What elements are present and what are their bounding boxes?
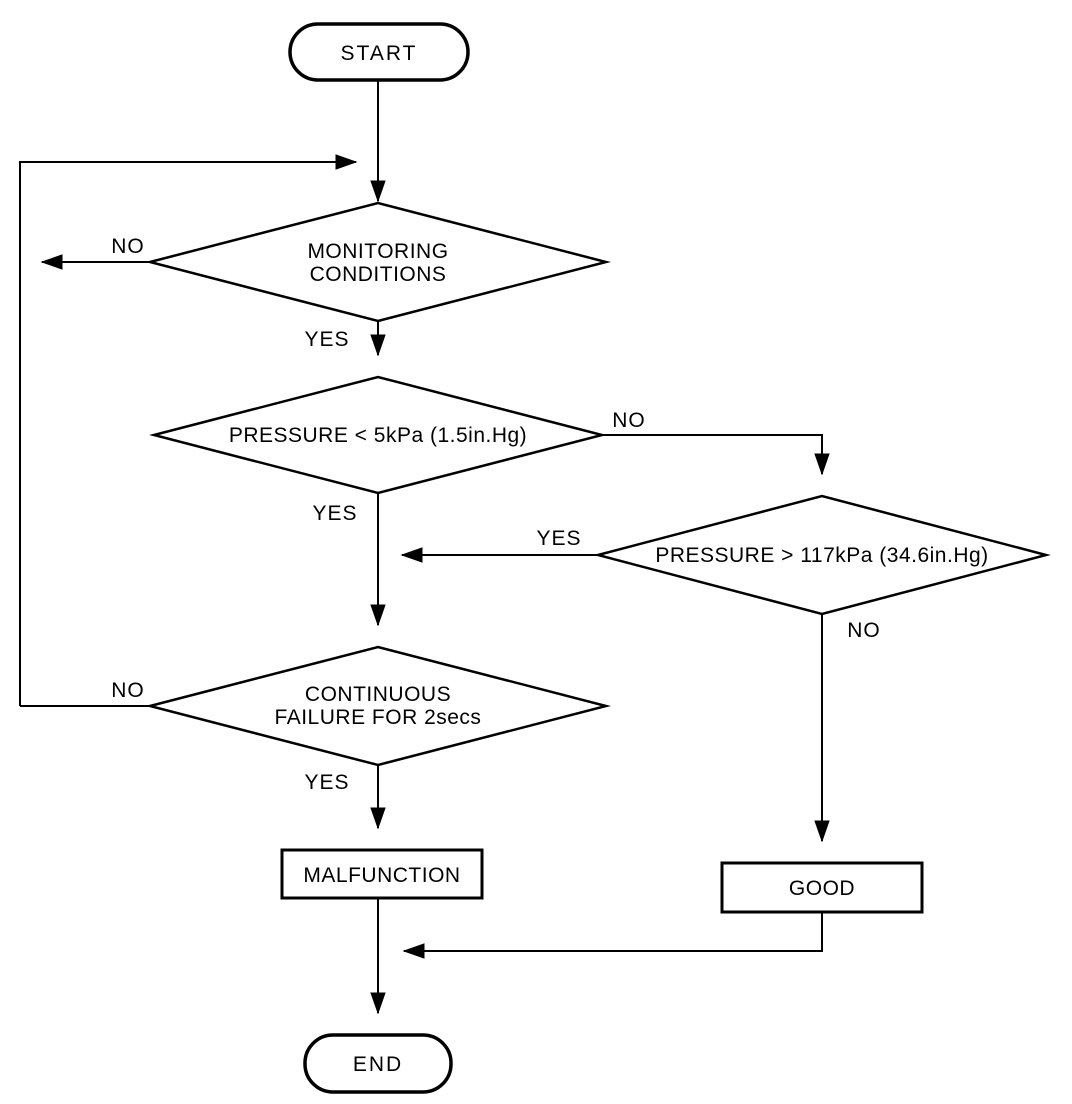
node-pressure-low-label: PRESSURE < 5kPa (1.5in.Hg) <box>229 424 527 447</box>
node-monitoring-label-line2: CONDITIONS <box>310 263 447 286</box>
node-monitoring-label-line1: MONITORING <box>307 240 448 263</box>
edge-pressure-low-no <box>602 434 830 476</box>
node-end-label: END <box>353 1053 403 1076</box>
edge-label-pressure-high-yes: YES <box>536 527 581 550</box>
node-malfunction-label: MALFUNCTION <box>303 864 460 887</box>
good-process-shape <box>720 861 924 914</box>
edge-label-pressure-low-no: NO <box>612 409 646 432</box>
node-end: END <box>303 1033 453 1094</box>
edge-label-pressure-high-no: NO <box>847 619 881 642</box>
node-continuous-label-line1: CONTINUOUS <box>305 683 451 706</box>
edge-label-monitoring-no: NO <box>111 235 145 258</box>
continuous-decision-shape <box>145 645 611 767</box>
edge-label-continuous-yes: YES <box>304 771 349 794</box>
node-pressure-high-label: PRESSURE > 117kPa (34.6in.Hg) <box>655 544 988 567</box>
connectors <box>19 80 830 1015</box>
node-monitoring-conditions: MONITORING CONDITIONS <box>145 201 611 323</box>
edge-loop-return <box>19 154 358 706</box>
node-continuous-label-line2: FAILURE FOR 2secs <box>275 706 482 729</box>
node-start-label: START <box>341 42 418 65</box>
node-good-label: GOOD <box>789 877 855 900</box>
edge-label-continuous-no: NO <box>111 679 145 702</box>
edge-label-monitoring-yes: YES <box>304 328 349 351</box>
node-pressure-low: PRESSURE < 5kPa (1.5in.Hg) <box>149 375 607 495</box>
edge-label-pressure-low-yes: YES <box>312 502 357 525</box>
edge-labels: NO YES NO YES YES NO NO YES <box>111 235 881 794</box>
edge-good-to-end <box>402 912 823 959</box>
node-continuous-failure: CONTINUOUS FAILURE FOR 2secs <box>145 645 611 767</box>
malfunction-process-shape <box>280 848 484 900</box>
start-terminator-shape <box>288 22 470 82</box>
end-terminator-shape <box>303 1033 453 1094</box>
node-malfunction: MALFUNCTION <box>280 848 484 900</box>
pressure-low-decision-shape <box>149 375 607 495</box>
node-pressure-high: PRESSURE > 117kPa (34.6in.Hg) <box>593 494 1051 616</box>
node-start: START <box>288 22 470 82</box>
monitoring-decision-shape <box>145 201 611 323</box>
pressure-high-decision-shape <box>593 494 1051 616</box>
node-good: GOOD <box>720 861 924 914</box>
